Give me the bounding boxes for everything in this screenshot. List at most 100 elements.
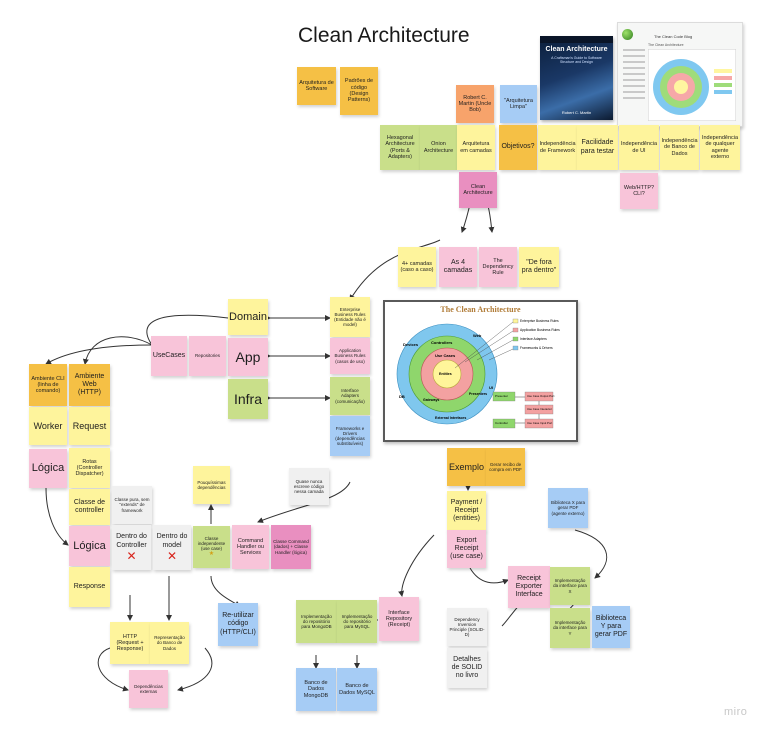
note-http-request-response[interactable]: HTTP (Request + Response) xyxy=(110,622,150,664)
note-response[interactable]: Response xyxy=(69,567,110,607)
classe-independente-label: Classe independente (use case) xyxy=(197,535,226,552)
dentro-model-label: Dentro do model xyxy=(156,533,188,549)
note-application-business-rules[interactable]: Application Business Rules (casos de uso… xyxy=(330,338,370,374)
note-dentro-controller[interactable]: Dentro do Controller ✕ xyxy=(112,525,151,570)
note-objetivos[interactable]: Objetivos? xyxy=(499,125,537,170)
note-command-handler[interactable]: Command Handler ou Services xyxy=(232,525,269,569)
note-repositories[interactable]: Repositories xyxy=(189,336,226,376)
legend-enterprise: Enterprise Business Rules xyxy=(520,319,559,323)
ring-label-db: DB xyxy=(399,394,405,399)
ring-label-presenters: Presenters xyxy=(469,392,488,396)
mini-architecture-diagram-icon xyxy=(648,49,736,121)
star-icon: ★ xyxy=(208,551,215,558)
legend-interface-adapters: Interface Adapters xyxy=(520,337,547,341)
note-independencia-framework[interactable]: Independência de Framework xyxy=(538,125,577,170)
ring-label-devices: Devices xyxy=(403,342,419,347)
note-de-fora-pra-dentro[interactable]: "De fora pra dentro" xyxy=(519,247,559,287)
note-logica-controller[interactable]: Lógica xyxy=(69,526,110,566)
note-arquitetura-software[interactable]: Arquitetura de Software xyxy=(297,67,336,105)
note-classe-independente[interactable]: Classe independente (use case) ★ xyxy=(193,526,230,568)
note-padroes-codigo[interactable]: Padrões de código (Design Patterns) xyxy=(340,67,378,115)
note-independencia-agente[interactable]: Independência de qualquer agente externo xyxy=(700,125,740,170)
note-reutilizar-codigo[interactable]: Re-utilizar código (HTTP/CLI) xyxy=(218,603,258,646)
onion-rings-graphic xyxy=(396,318,554,429)
note-interface-repository[interactable]: Interface Repository (Receipt) xyxy=(379,597,419,641)
note-interface-adapters[interactable]: Interface Adapters (comunicação) xyxy=(330,377,370,415)
note-ambiente-web[interactable]: Ambiente Web (HTTP) xyxy=(69,364,110,406)
clean-architecture-diagram: The Clean Architecture Entities Use Case… xyxy=(383,300,578,442)
note-domain[interactable]: Domain xyxy=(228,299,268,335)
legend-frameworks: Frameworks & Drivers xyxy=(520,346,553,350)
ring-label-entities: Entities xyxy=(439,372,452,376)
note-banco-mysql[interactable]: Banco de Dados MySQL xyxy=(337,668,377,711)
note-representacao-banco[interactable]: Representação do Banco de Dados xyxy=(150,622,189,664)
note-clean-architecture[interactable]: Clean Architecture xyxy=(459,172,497,208)
flow-controller: Controller xyxy=(495,421,509,425)
ring-label-web: Web xyxy=(473,333,482,338)
note-quase-nunca[interactable]: Quase nunca escreve código nessa camada xyxy=(289,468,329,505)
note-impl-repo-mysql[interactable]: Implementação do repositório para MySQL xyxy=(337,600,377,643)
note-poucas-dependencias[interactable]: Pouquíssimas dependências xyxy=(193,466,230,504)
note-ambiente-cli[interactable]: Ambiente CLI (linha de comando) xyxy=(29,364,67,406)
note-enterprise-business-rules[interactable]: Enterprise Business Rules (Entidade não … xyxy=(330,297,370,337)
note-dependency-inversion[interactable]: Dependency Inversion Principle (SOLID-D) xyxy=(447,608,487,646)
ring-label-external-interfaces: External Interfaces xyxy=(435,416,467,420)
blog-title: The Clean Code Blog xyxy=(654,34,693,39)
note-arquitetura-camadas[interactable]: Arquitetura em camadas xyxy=(457,125,495,170)
note-implementacao-x[interactable]: Implementação da interface para X xyxy=(550,567,590,605)
note-dependency-rule[interactable]: The Dependency Rule xyxy=(479,247,517,287)
book-author: Robert C. Martin xyxy=(561,110,592,115)
blog-nav xyxy=(623,49,645,103)
note-onion-architecture[interactable]: Onion Architecture xyxy=(420,125,457,170)
flow-interactor: Use Case Interactor xyxy=(527,407,552,411)
diagram-title: The Clean Architecture xyxy=(440,305,521,314)
note-arquitetura-limpa[interactable]: "Arquitetura Limpa" xyxy=(500,85,537,123)
ring-label-controllers: Controllers xyxy=(431,340,453,345)
ring-label-ui: UI xyxy=(489,385,493,390)
note-rotas[interactable]: Rotas (Controller Dispatcher) xyxy=(69,448,110,488)
note-facilidade-testar[interactable]: Facilidade para testar xyxy=(577,125,618,170)
note-independencia-banco[interactable]: Independência de Banco de Dados xyxy=(660,125,699,170)
note-classe-pura[interactable]: Classe pura, sem "extends" de framework xyxy=(112,486,152,524)
note-receipt-exporter-interface[interactable]: Receipt Exporter Interface xyxy=(508,566,550,608)
note-biblioteca-y[interactable]: Biblioteca Y para gerar PDF xyxy=(592,606,630,648)
blog-logo-icon xyxy=(622,29,633,40)
note-frameworks-drivers[interactable]: Frameworks e Drivers (dependências subst… xyxy=(330,416,370,456)
note-biblioteca-x[interactable]: Biblioteca X para gerar PDF (agente exte… xyxy=(548,488,588,528)
note-export-receipt[interactable]: Export Receipt (use case) xyxy=(447,530,486,568)
blog-heading: The Clean Architecture xyxy=(648,43,684,47)
note-request[interactable]: Request xyxy=(69,407,110,445)
clean-code-blog-screenshot: The Clean Code Blog The Clean Architectu… xyxy=(617,22,743,127)
note-app[interactable]: App xyxy=(228,338,268,376)
note-hexagonal-architecture[interactable]: Hexagonal Architecture (Ports & Adapters… xyxy=(380,125,420,170)
note-classe-controller[interactable]: Classe de controller xyxy=(69,489,110,525)
flow-input-port: Use Case Input Port xyxy=(527,421,553,425)
note-payment-receipt[interactable]: Payment / Receipt (entities) xyxy=(447,491,486,531)
note-web-http-cli[interactable]: Web/HTTP? CLI? xyxy=(620,173,658,209)
x-mark-icon: ✕ xyxy=(126,548,137,563)
note-impl-repo-mongodb[interactable]: Implementação do repositório para MongoD… xyxy=(296,600,337,643)
note-detalhes-solid[interactable]: Detalhes de SOLID no livro xyxy=(447,648,487,688)
note-worker[interactable]: Worker xyxy=(29,407,67,445)
note-gerar-recibo[interactable]: Gerar recibo de compra em PDF xyxy=(486,448,525,486)
note-exemplo[interactable]: Exemplo xyxy=(447,448,486,486)
note-dependencias-externas[interactable]: Dependências externas xyxy=(129,670,168,708)
note-logica-worker[interactable]: Lógica xyxy=(29,449,67,488)
note-classe-command[interactable]: Classe Command (dados) + Classe Handler … xyxy=(271,525,311,569)
board-title: Clean Architecture xyxy=(298,24,470,47)
note-as-4-camadas[interactable]: As 4 camadas xyxy=(439,247,477,287)
note-infra[interactable]: Infra xyxy=(228,379,268,419)
dentro-controller-label: Dentro do Controller xyxy=(116,533,147,549)
note-dentro-model[interactable]: Dentro do model ✕ xyxy=(153,525,191,570)
note-banco-mongodb[interactable]: Banco de Dados MongoDB xyxy=(296,668,336,711)
book-title: Clean Architecture xyxy=(545,46,608,53)
miro-watermark: miro xyxy=(724,706,748,718)
note-independencia-ui[interactable]: Independência de UI xyxy=(619,125,659,170)
note-usecases[interactable]: UseCases xyxy=(151,336,187,376)
legend-application: Application Business Rules xyxy=(520,328,560,332)
note-implementacao-y[interactable]: Implementação da interface para Y xyxy=(550,608,590,648)
note-robert-martin[interactable]: Robert C. Martin (Uncle Bob) xyxy=(456,85,494,123)
note-4-camadas-caso[interactable]: 4+ camadas (caso a caso) xyxy=(398,247,436,287)
ring-label-gateways: Gateways xyxy=(423,398,440,402)
